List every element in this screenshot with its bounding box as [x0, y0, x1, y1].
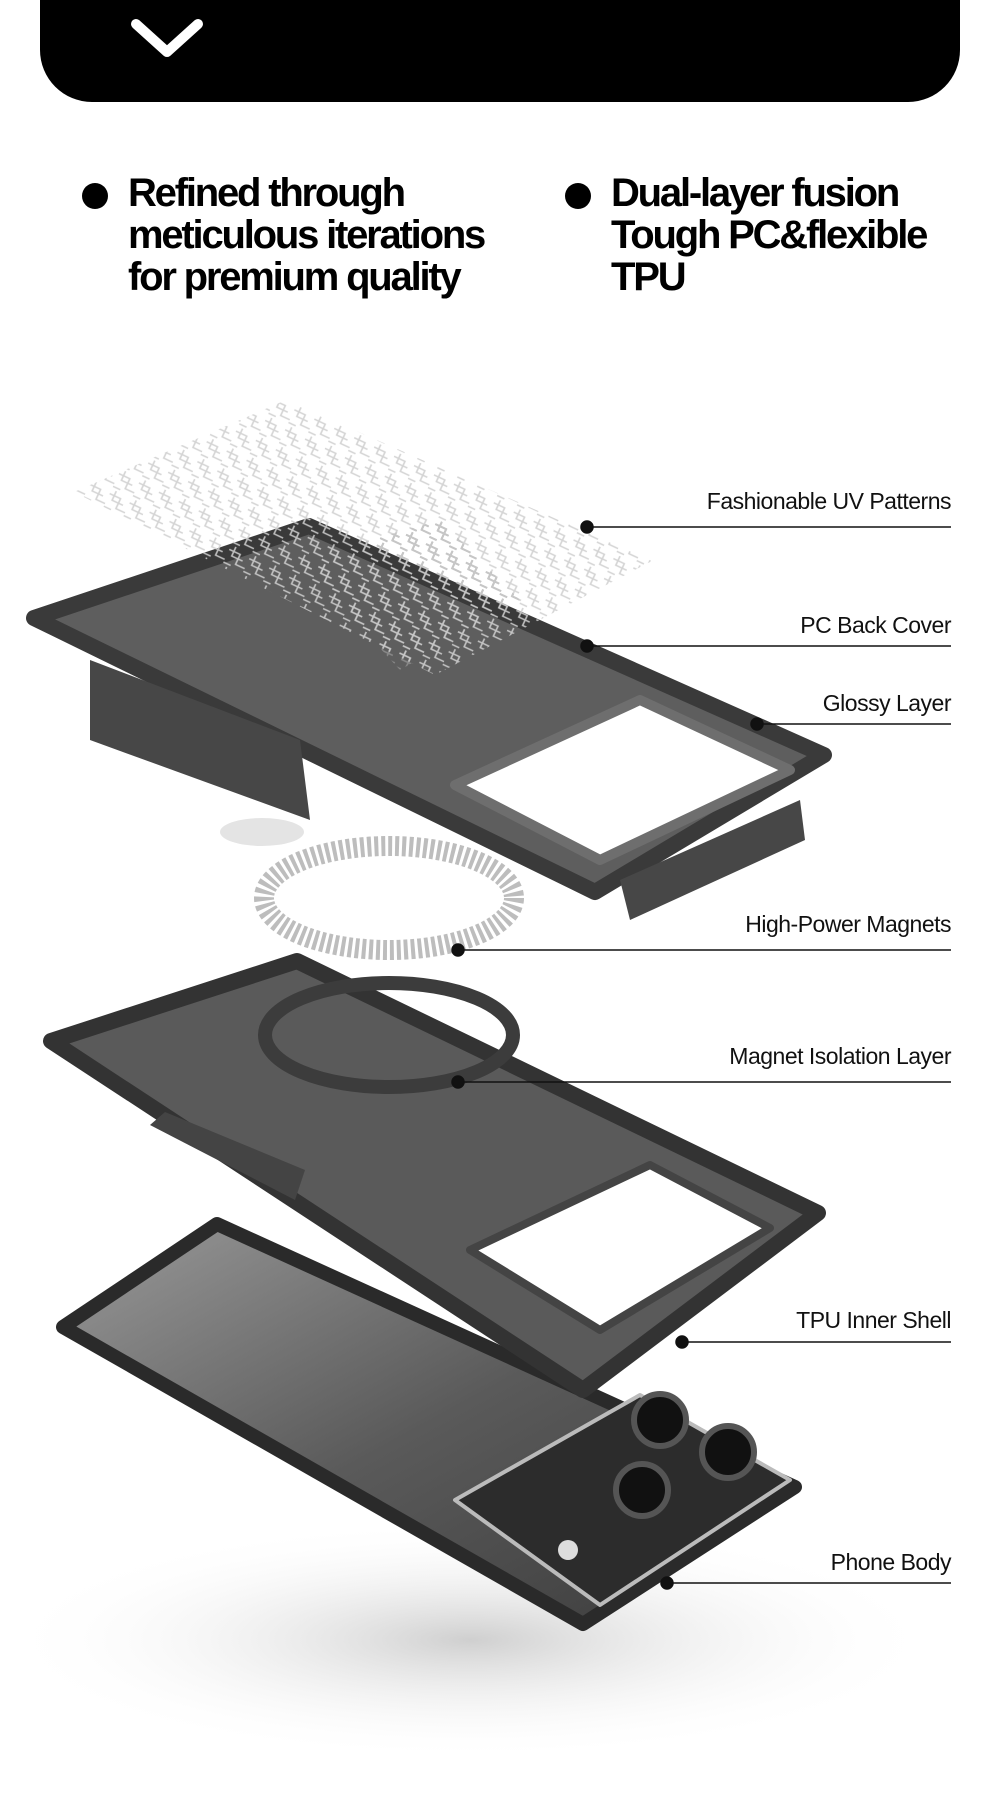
chevron-down-icon[interactable] — [130, 18, 204, 58]
callout-uv-patterns: Fashionable UV Patterns — [706, 488, 952, 514]
phone-shadow — [0, 1520, 940, 1760]
feature-text: Dual-layer fusion Tough PC&flexible TPU — [611, 171, 928, 299]
collapse-header-bar[interactable] — [40, 0, 960, 102]
callout-pc-back-cover: PC Back Cover — [800, 612, 951, 638]
magnet-ring-shape — [254, 836, 524, 960]
feature-text: Refined through meticulous iterations fo… — [128, 171, 486, 299]
pc-back-cover-shape — [26, 518, 832, 920]
callout-phone-body: Phone Body — [830, 1549, 952, 1575]
phone-body-shape — [56, 1217, 802, 1631]
callout-tpu-shell: TPU Inner Shell — [796, 1307, 951, 1333]
bullet-icon — [82, 183, 108, 209]
callout-magnets: High-Power Magnets — [745, 911, 951, 937]
feature-item: Refined through meticulous iterations fo… — [82, 171, 486, 299]
callout-glossy-layer: Glossy Layer — [822, 690, 952, 716]
callout-lines — [451, 520, 951, 1590]
uv-pattern-film-shape — [74, 400, 652, 675]
callout-isolation-layer: Magnet Isolation Layer — [729, 1043, 951, 1069]
tpu-inner-shell-shape — [43, 953, 826, 1398]
bullet-icon — [565, 183, 591, 209]
feature-item: Dual-layer fusion Tough PC&flexible TPU — [565, 171, 928, 299]
